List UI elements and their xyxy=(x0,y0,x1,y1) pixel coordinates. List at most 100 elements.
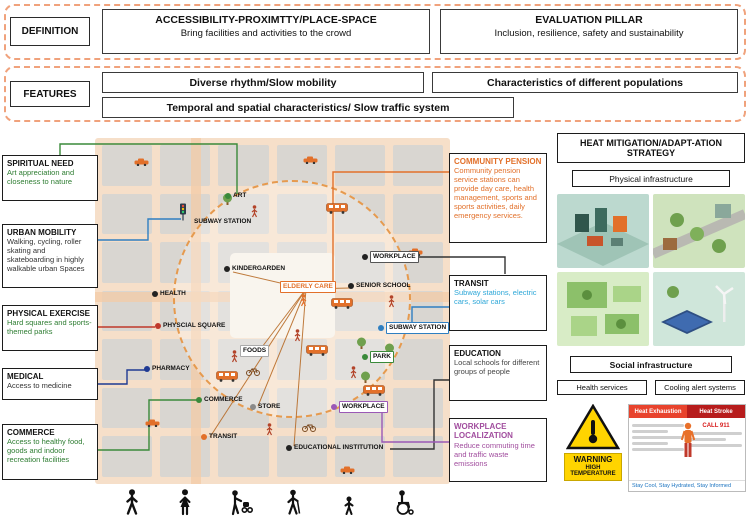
map-label-store: STORE xyxy=(250,403,280,410)
poi-dot xyxy=(348,282,354,289)
map-label-text: ELDERLY CARE xyxy=(280,281,336,293)
feature-box-rhythm: Diverse rhythm/Slow mobility xyxy=(102,72,424,93)
left-box-desc: Hard squares and sports-themed parks xyxy=(7,318,92,337)
strategy-image-grid xyxy=(557,194,745,346)
map-label-text: PARK xyxy=(370,351,394,363)
city-block xyxy=(160,387,211,429)
city-block xyxy=(276,436,327,477)
car-icon xyxy=(145,419,160,428)
map-label-text: SUBWAY STATION xyxy=(194,218,252,225)
left-box-desc: Access to medicine xyxy=(7,381,72,391)
map-label-subway-station-right: SUBWAY STATION xyxy=(378,322,450,334)
map-label-art: ART xyxy=(225,192,246,199)
strategy-image-renewables xyxy=(653,272,745,346)
strategy-image-parks xyxy=(557,272,649,346)
right-box-desc: Reduce commuting time and traffic waste … xyxy=(454,440,535,468)
map-label-pharmacy: PHARMACY xyxy=(144,365,190,372)
poi-dot xyxy=(286,444,292,451)
map-label-kindergarden: KINDERGARDEN xyxy=(224,265,285,272)
pedestrian-icon xyxy=(350,366,357,379)
bus-icon xyxy=(326,203,348,214)
heat-symptom-list-right: CALL 911 xyxy=(687,418,745,480)
map-label-text: TRANSIT xyxy=(209,433,238,440)
map-label-text: WORKPLACE xyxy=(370,251,419,263)
city-block xyxy=(334,145,385,186)
strategy-title: HEAT MITIGATION/ADAPT-ATION STRATEGY xyxy=(557,133,745,163)
left-box-urban-mobility: URBAN MOBILITY Walking, cycling, roller … xyxy=(2,224,98,288)
city-block xyxy=(102,436,153,477)
elderly-person-icon xyxy=(300,294,307,307)
poi-dot xyxy=(362,353,368,360)
city-block xyxy=(392,436,443,477)
city-block xyxy=(160,436,211,477)
pedestrian-icon xyxy=(231,350,238,363)
tree-icon xyxy=(356,337,367,350)
warning-line: HIGH xyxy=(585,464,601,471)
right-box-title: EDUCATION xyxy=(454,349,501,358)
heat-card-header: Heat Exhaustion Heat Stroke xyxy=(629,405,745,418)
poi-dot xyxy=(152,290,158,297)
heat-card-footer: Stay Cool, Stay Hydrated, Stay Informed xyxy=(629,480,745,491)
left-box-title: SPIRITUAL NEED xyxy=(7,159,74,168)
map-label-workplace-lower: WORKPLACE xyxy=(331,401,388,413)
wheelchair-user-icon xyxy=(392,489,416,516)
map-label-text: FOODS xyxy=(240,345,270,357)
symptom-line xyxy=(690,432,742,435)
poi-dot xyxy=(144,365,150,372)
symptom-line xyxy=(690,438,727,441)
right-box-education: EDUCATION Local schools for different gr… xyxy=(449,345,547,401)
car-icon xyxy=(134,158,149,167)
right-box-desc: Local schools for different groups of pe… xyxy=(454,358,540,377)
heat-symptom-list-left xyxy=(629,418,687,480)
warning-line: TEMPERATURE xyxy=(570,471,616,478)
right-box-workplace-localization: WORKPLACE LOCALIZATION Reduce commuting … xyxy=(449,418,547,482)
left-box-desc: Art appreciation and closeness to nature xyxy=(7,168,75,187)
map-label-commerce: COMMERCE xyxy=(196,396,243,403)
city-block xyxy=(102,339,153,380)
pedestrian-icon xyxy=(266,423,273,436)
definition-box-subtitle: Inclusion, resilience, safety and sustai… xyxy=(494,28,684,39)
definition-box-title: EVALUATION PILLAR xyxy=(535,14,643,26)
walking-person-icon xyxy=(122,489,142,516)
definition-label: DEFINITION xyxy=(10,17,90,46)
city-block xyxy=(276,145,327,186)
right-box-community-pension: COMMUNITY PENSION Community pension serv… xyxy=(449,153,547,243)
right-box-title: COMMUNITY PENSION xyxy=(454,157,542,166)
woman-icon xyxy=(175,489,195,516)
map-label-text: HEALTH xyxy=(160,290,186,297)
features-label: FEATURES xyxy=(10,81,90,107)
map-label-text: PHARMACY xyxy=(152,365,190,372)
bus-icon xyxy=(306,345,328,356)
feature-box-populations: Characteristics of different populations xyxy=(432,72,738,93)
strategy-image-urban-blocks xyxy=(557,194,649,268)
poi-dot xyxy=(362,253,368,260)
person-with-cane-icon xyxy=(284,489,304,516)
symptom-line xyxy=(632,424,684,427)
left-box-commerce: COMMERCE Access to healthy food, goods a… xyxy=(2,424,98,480)
city-block xyxy=(218,436,269,477)
strategy-image-green-street xyxy=(653,194,745,268)
symptom-line xyxy=(632,442,669,445)
fifteen-minute-circle xyxy=(173,180,411,418)
heat-stroke-title: Heat Stroke xyxy=(687,405,745,418)
map-label-subway-station-top: SUBWAY STATION xyxy=(194,218,251,225)
poi-dot xyxy=(201,433,207,440)
map-label-text: KINDERGARDEN xyxy=(232,265,286,272)
map-label-senior-school: SENIOR SCHOOL xyxy=(348,282,411,289)
definition-box-accessibility: ACCESSIBILITY-PROXIMTTY/PLACE-SPACE Brin… xyxy=(102,9,430,54)
map-label-educational-institution: EDUCATIONAL INSTITUTION xyxy=(286,444,383,451)
bus-icon xyxy=(331,298,353,309)
right-box-transit: TRANSIT Subway stations, electric cars, … xyxy=(449,275,547,331)
right-box-title: WORKPLACE LOCALIZATION xyxy=(454,422,513,441)
heat-card-body: CALL 911 xyxy=(629,418,745,480)
symptom-line xyxy=(690,444,742,447)
car-icon xyxy=(340,466,355,475)
symptom-line xyxy=(632,448,684,451)
symptom-line xyxy=(632,430,669,433)
city-block xyxy=(160,145,211,186)
pedestrian-icon xyxy=(294,329,301,342)
map-label-foods: FOODS xyxy=(240,345,270,357)
map-label-elderly-care: ELDERLY CARE xyxy=(280,281,336,293)
definition-box-subtitle: Bring facilities and activities to the c… xyxy=(180,28,352,39)
left-box-desc: Walking, cycling, roller skating and ska… xyxy=(7,237,85,273)
